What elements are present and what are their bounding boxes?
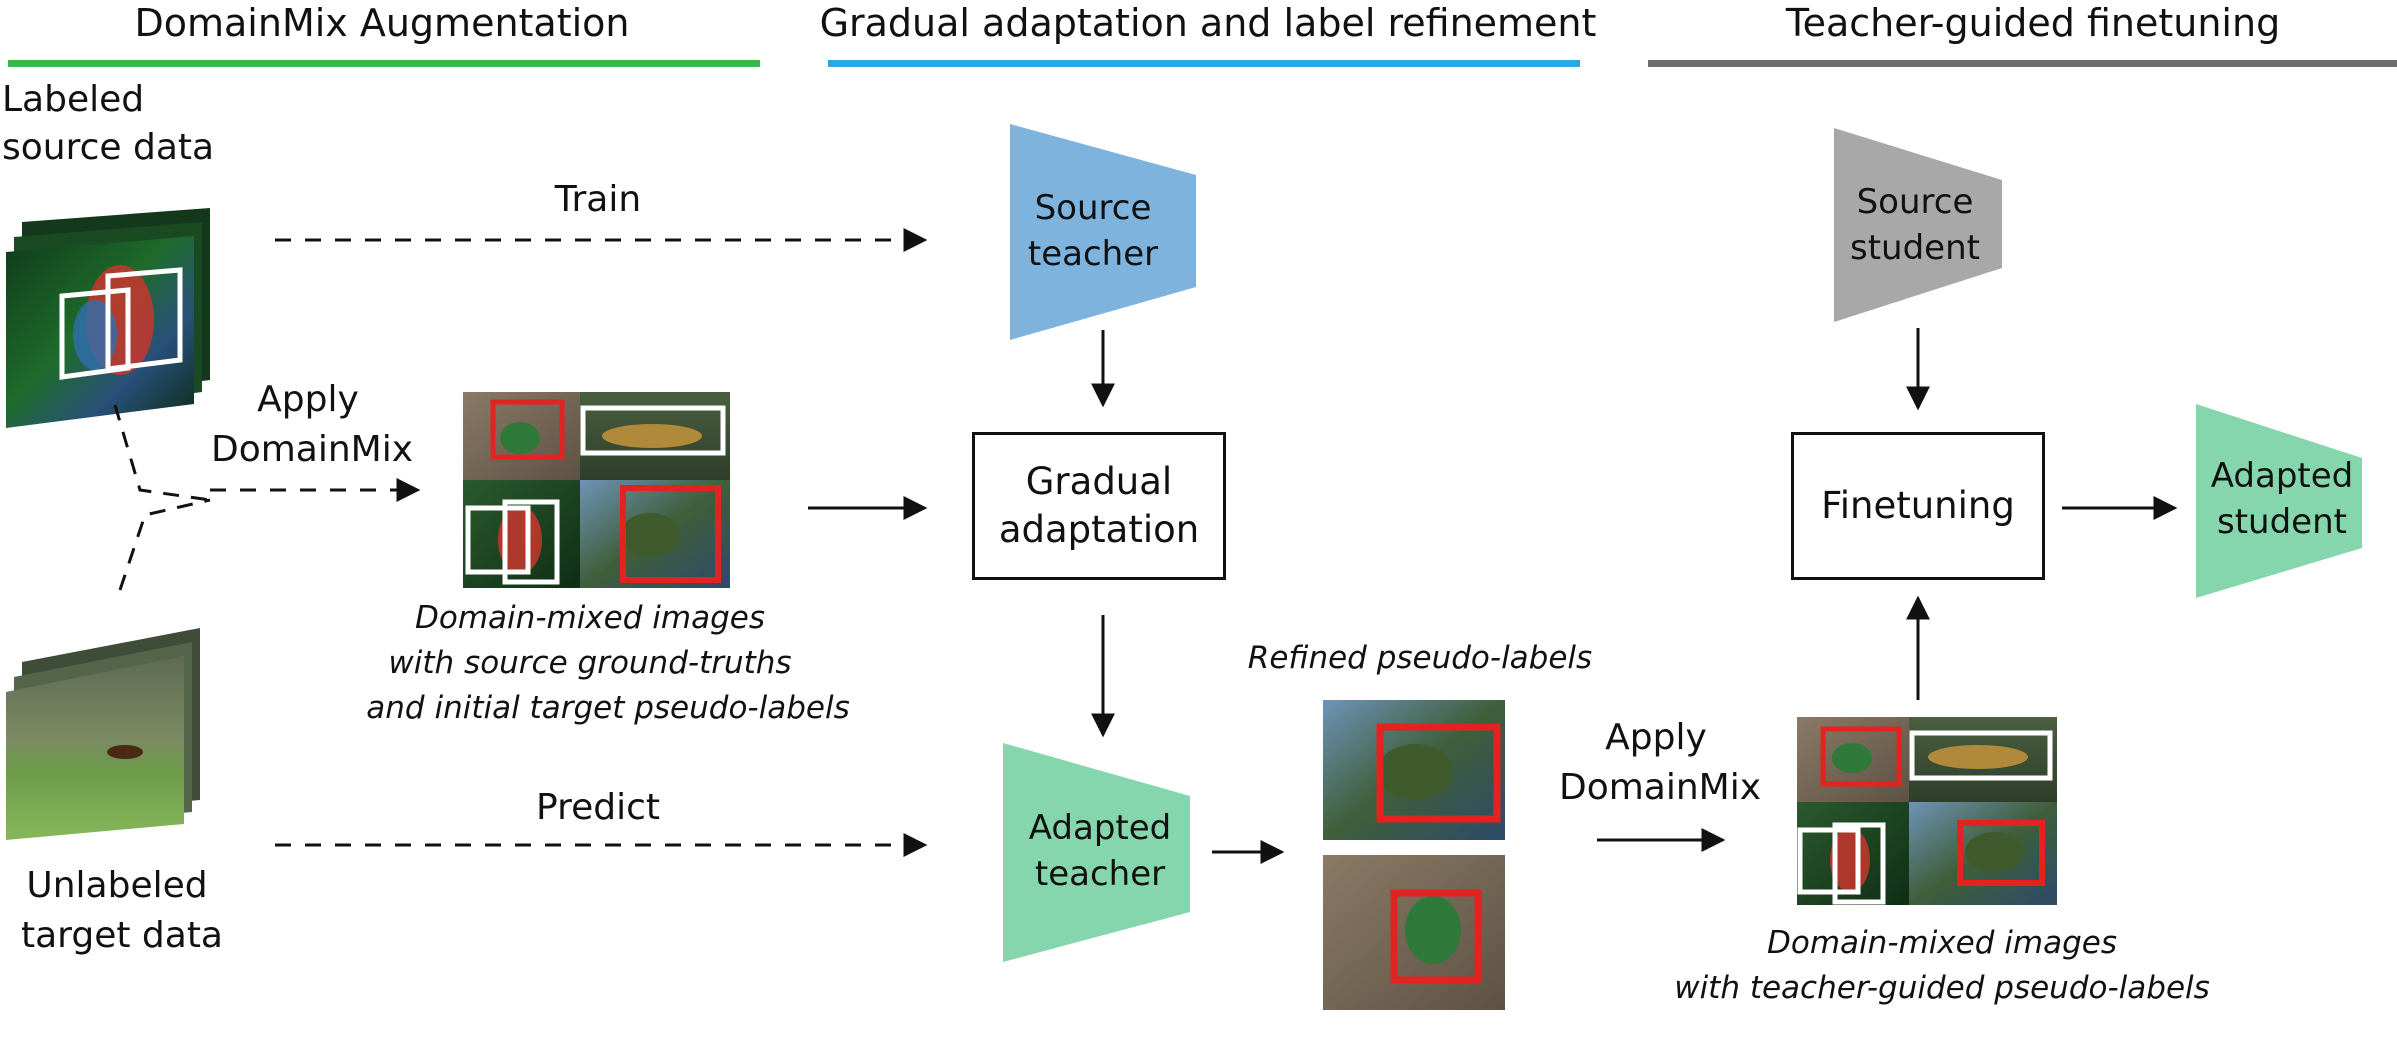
unlabeled-target-image-stack <box>6 628 200 840</box>
adapted-student-label-line2: student <box>2217 502 2347 542</box>
adapted-teacher-label-line1: Adapted <box>1028 808 1172 849</box>
unlabeled-target-label-line1: Unlabeled <box>26 865 208 906</box>
section-bar-finetuning <box>1648 60 2397 67</box>
labeled-source-label-line1: Labeled <box>2 79 145 120</box>
adapted-student-label-line1: Adapted <box>2210 456 2354 497</box>
mixed-images-caption-line1: Domain-mixed images <box>415 600 765 636</box>
refined-pseudo-label-image-2 <box>1323 855 1505 1010</box>
mixed-images-caption-line3: and initial target pseudo-labels <box>366 690 850 726</box>
teacher-guided-caption-line2: with teacher-guided pseudo-labels <box>1674 970 2210 1006</box>
branch-line-source <box>113 404 211 502</box>
section-bar-augmentation <box>8 60 760 67</box>
gradual-adaptation-box: Gradual adaptation <box>972 432 1226 580</box>
source-teacher-model <box>1010 124 1196 340</box>
teacher-guided-caption-line1: Domain-mixed images <box>1767 925 2117 961</box>
apply-domainmix-2-label-line2: DomainMix <box>1558 767 1762 808</box>
adapted-teacher-model <box>1003 743 1190 962</box>
source-student-label-line1: Source <box>1856 182 1974 223</box>
domain-mixed-images-mosaic <box>463 392 730 588</box>
gradual-adaptation-label-line2: adaptation <box>998 508 1200 551</box>
predict-label: Predict <box>536 787 660 828</box>
section-title-domainmix-augmentation: DomainMix Augmentation <box>134 1 630 45</box>
source-teacher-label-line1: Source <box>1034 188 1152 229</box>
refined-pseudo-label-image-1 <box>1323 700 1505 840</box>
train-label: Train <box>554 179 642 220</box>
source-student-label-line2: student <box>1850 228 1980 268</box>
apply-domainmix-label-line2: DomainMix <box>210 429 414 470</box>
source-student-model <box>1834 128 2002 322</box>
adapted-student-label: Adapted student <box>2211 454 2354 546</box>
source-student-label: Source student <box>1850 180 1980 272</box>
section-bar-gradual <box>828 60 1580 67</box>
finetuning-box: Finetuning <box>1791 432 2045 580</box>
section-title-teacher-guided-finetuning: Teacher-guided finetuning <box>1785 1 2281 45</box>
labeled-source-label-line2: source data <box>2 127 215 168</box>
adapted-teacher-label: Adapted teacher <box>1029 806 1172 898</box>
teacher-guided-mixed-images-mosaic <box>1797 717 2057 905</box>
apply-domainmix-label-line1: Apply <box>257 379 359 420</box>
apply-domainmix-2-label-line1: Apply <box>1605 717 1707 758</box>
unlabeled-target-label-line2: target data <box>21 915 223 956</box>
labeled-source-image-stack <box>6 208 210 428</box>
mixed-images-caption-line2: with source ground-truths <box>388 645 792 681</box>
source-teacher-label: Source teacher <box>1028 186 1158 278</box>
source-teacher-label-line2: teacher <box>1027 234 1159 274</box>
adapted-teacher-label-line2: teacher <box>1034 854 1166 894</box>
gradual-adaptation-label-line1: Gradual <box>1025 459 1173 503</box>
adapted-student-model <box>2196 404 2362 598</box>
section-title-gradual-adaptation: Gradual adaptation and label refinement <box>819 1 1597 45</box>
finetuning-label: Finetuning <box>1821 483 2015 527</box>
refined-pseudo-labels-caption: Refined pseudo-labels <box>1247 640 1593 676</box>
branch-line-target <box>118 498 211 591</box>
